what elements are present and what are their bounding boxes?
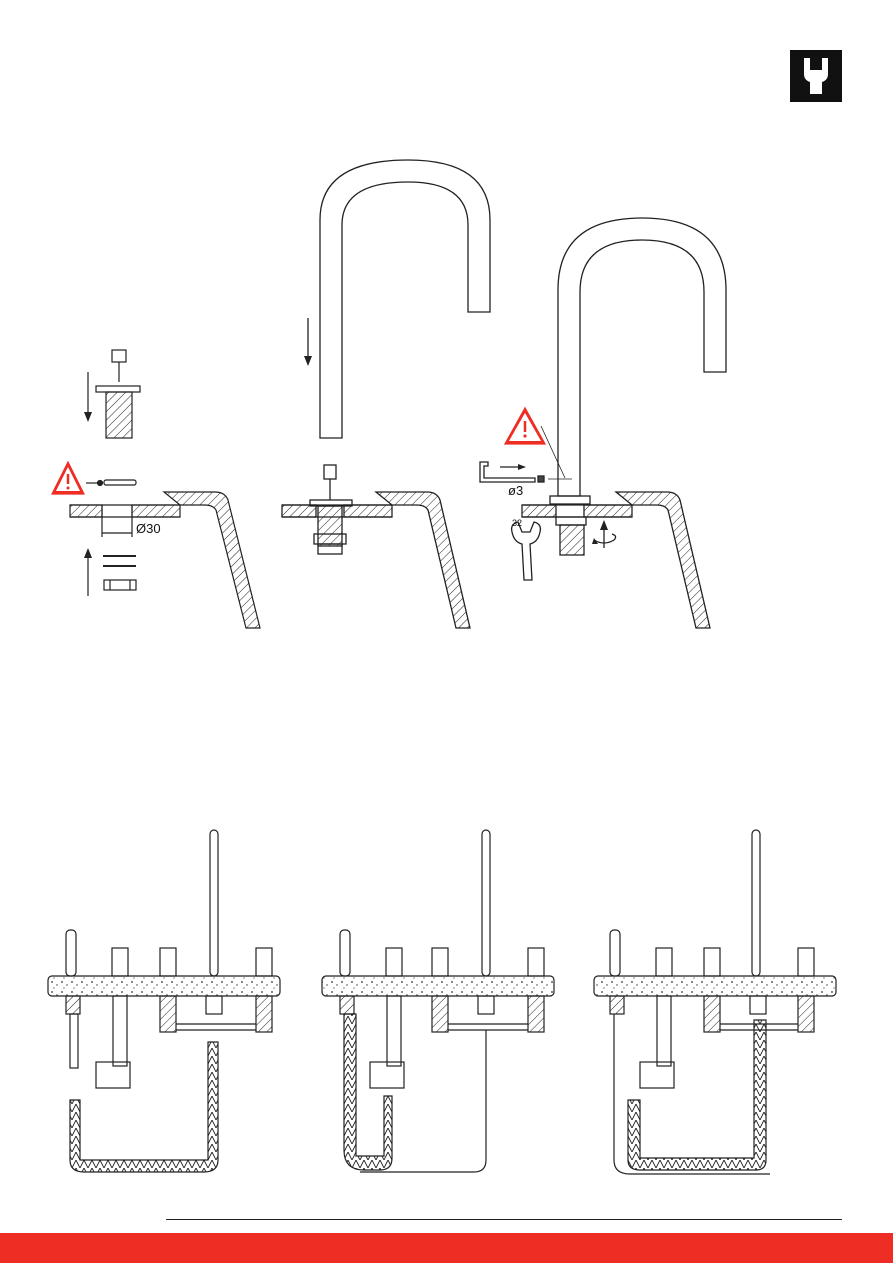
step-3-spout-fix bbox=[480, 218, 726, 628]
footer-rule bbox=[166, 1219, 842, 1220]
step-1-shower-body bbox=[52, 350, 260, 628]
footer-bar bbox=[0, 1233, 893, 1263]
warning-triangle-icon bbox=[52, 462, 84, 494]
spanner-icon bbox=[512, 522, 541, 580]
hose-layout-1 bbox=[48, 830, 280, 1172]
step-2-spout-insert bbox=[282, 160, 490, 628]
warning-triangle-icon bbox=[505, 408, 545, 444]
spanner-size-label: 32 bbox=[512, 518, 522, 528]
hole-diameter-label: Ø30 bbox=[136, 521, 161, 536]
hose-layout-2 bbox=[322, 830, 554, 1172]
hex-key-size-label: ø3 bbox=[508, 483, 523, 498]
hex-key-icon bbox=[480, 462, 535, 482]
hose-layout-3 bbox=[594, 830, 836, 1174]
